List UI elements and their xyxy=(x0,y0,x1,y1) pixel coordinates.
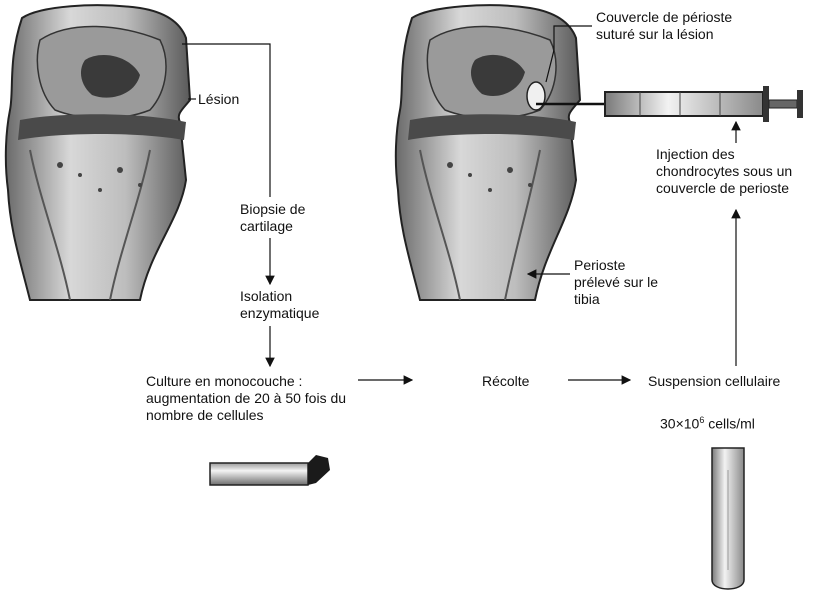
test-tube xyxy=(712,448,744,589)
concentration-base: 30×10 xyxy=(660,416,699,432)
lesion-label: Lésion xyxy=(198,91,239,108)
biopsy-label-line2: cartilage xyxy=(240,218,293,235)
periosteum-patch xyxy=(527,82,545,110)
harvest-label: Récolte xyxy=(482,373,529,390)
culture-flask xyxy=(210,455,330,485)
biopsy-label-line1: Biopsie de xyxy=(240,201,305,218)
injection-label-line1: Injection des xyxy=(656,146,735,163)
isolation-label-line2: enzymatique xyxy=(240,305,319,322)
suspension-label: Suspension cellulaire xyxy=(648,373,780,390)
periosteum-label-line3: tibia xyxy=(574,291,600,308)
concentration-unit: cells/ml xyxy=(704,416,755,432)
isolation-label-line1: Isolation xyxy=(240,288,292,305)
periosteum-label-line1: Perioste xyxy=(574,257,625,274)
cover-label-line2: suturé sur la lésion xyxy=(596,26,714,43)
knee-illustration-right xyxy=(396,5,580,300)
knee-illustration-left xyxy=(6,5,190,300)
injection-label-line2: chondrocytes sous un xyxy=(656,163,792,180)
culture-label-line2: augmentation de 20 à 50 fois du xyxy=(146,390,346,407)
periosteum-label-line2: prélevé sur le xyxy=(574,274,658,291)
cover-label-line1: Couvercle de périoste xyxy=(596,9,732,26)
concentration-label: 30×106 cells/ml xyxy=(660,412,755,433)
culture-label-line1: Culture en monocouche : xyxy=(146,373,302,390)
culture-label-line3: nombre de cellules xyxy=(146,407,264,424)
injection-label-line3: couvercle de perioste xyxy=(656,180,789,197)
